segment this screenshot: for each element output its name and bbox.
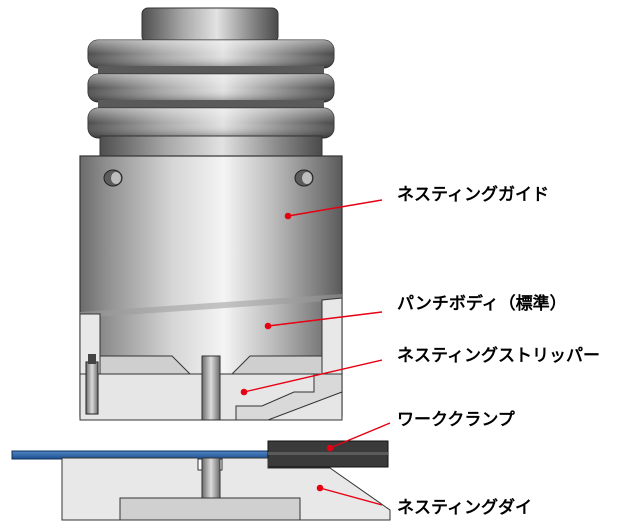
work-clamp: [267, 440, 389, 468]
leader-line-punch-body: [267, 311, 383, 327]
leader-line-nesting-die: [319, 487, 383, 506]
label-nesting-die: ネスティングダイ: [397, 498, 532, 518]
nesting-stripper-section: [79, 297, 343, 421]
leader-line-nesting-guide: [287, 199, 383, 217]
label-punch-body: パンチボディ（標準）: [397, 294, 567, 314]
leader-lines: [240, 199, 391, 506]
leader-line-work-clamp: [329, 422, 391, 449]
leader-line-nesting-stripper: [243, 359, 383, 393]
punch-head-rings: [87, 39, 335, 159]
label-nesting-guide: ネスティングガイド: [397, 185, 549, 205]
label-work-clamp: ワーククランプ: [397, 410, 515, 430]
nesting-die: [61, 457, 391, 521]
label-nesting-stripper: ネスティングストリッパー: [397, 346, 600, 366]
punch-head-cap: [141, 7, 279, 43]
